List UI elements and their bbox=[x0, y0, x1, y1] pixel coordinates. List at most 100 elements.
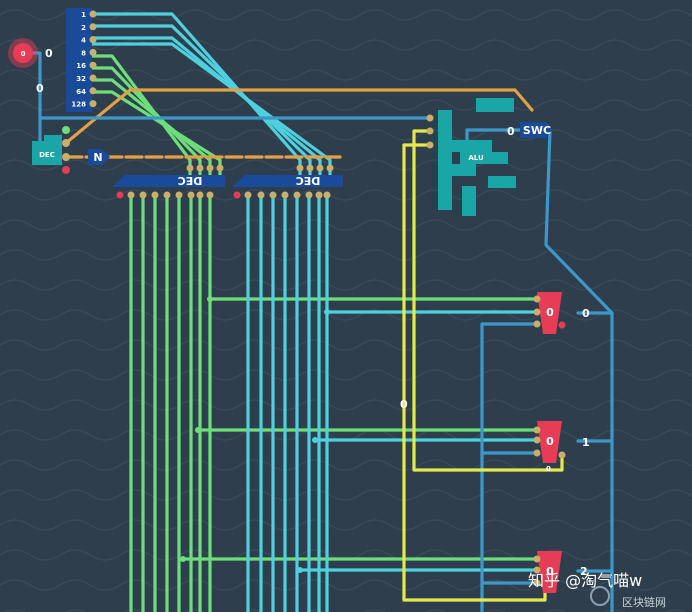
bit-pin[interactable] bbox=[89, 87, 97, 95]
bit-label: 8 bbox=[81, 49, 86, 57]
pin[interactable] bbox=[316, 164, 324, 172]
pin[interactable] bbox=[216, 164, 224, 172]
pin[interactable] bbox=[244, 191, 252, 199]
register-2-value: 0 bbox=[546, 565, 554, 578]
pin[interactable] bbox=[297, 567, 303, 573]
pin[interactable] bbox=[558, 451, 566, 459]
pin[interactable] bbox=[293, 191, 301, 199]
pin[interactable] bbox=[127, 191, 135, 199]
bit-pin[interactable] bbox=[89, 100, 97, 108]
input-switch-value: 0 bbox=[21, 50, 26, 58]
pin[interactable] bbox=[306, 164, 314, 172]
input-switch[interactable]: 0 bbox=[8, 38, 38, 68]
pin[interactable] bbox=[533, 426, 541, 434]
blue-wire-label: 0 bbox=[36, 82, 44, 95]
wires-layer bbox=[26, 12, 614, 612]
register-0-value: 0 bbox=[546, 306, 554, 319]
pin[interactable] bbox=[324, 309, 330, 315]
pin[interactable] bbox=[533, 436, 541, 444]
bit-pin[interactable] bbox=[89, 61, 97, 69]
register-1-sub: 0 bbox=[546, 465, 551, 473]
yellow-wires bbox=[402, 129, 564, 602]
pin[interactable] bbox=[116, 191, 124, 199]
pin[interactable] bbox=[186, 164, 194, 172]
pin[interactable] bbox=[196, 191, 204, 199]
pin[interactable] bbox=[312, 437, 318, 443]
pin[interactable] bbox=[233, 191, 241, 199]
corner-logo-text: 区块链网 bbox=[622, 595, 666, 609]
bit-pin[interactable] bbox=[89, 74, 97, 82]
pin[interactable] bbox=[195, 427, 201, 433]
register-1-output: 1 bbox=[582, 436, 590, 449]
corner-logo: 区块链网 bbox=[590, 586, 666, 609]
pin[interactable] bbox=[315, 191, 323, 199]
pin[interactable] bbox=[180, 556, 186, 562]
top-wire-label: 0 bbox=[400, 398, 408, 411]
pin[interactable] bbox=[296, 164, 304, 172]
decoder-left-label: DEC bbox=[178, 174, 203, 187]
pin[interactable] bbox=[326, 164, 334, 172]
pin[interactable] bbox=[175, 191, 183, 199]
swc-label: SWC bbox=[523, 124, 551, 137]
pin[interactable] bbox=[426, 127, 434, 135]
register-1[interactable]: 0 bbox=[537, 421, 562, 463]
register-0-output: 0 bbox=[582, 307, 590, 320]
pin[interactable] bbox=[257, 191, 265, 199]
bit-label: 64 bbox=[76, 88, 86, 96]
bit-label: 2 bbox=[81, 24, 86, 32]
switch-output-label: 0 bbox=[45, 47, 53, 60]
pin[interactable] bbox=[533, 295, 541, 303]
register-2-output: 2 bbox=[580, 565, 588, 578]
watermark: 知乎 @淘气喵w bbox=[528, 571, 642, 590]
bit-selector[interactable] bbox=[66, 8, 92, 112]
alu[interactable]: ALU bbox=[438, 98, 516, 216]
pin[interactable] bbox=[151, 191, 159, 199]
bit-pin[interactable] bbox=[89, 23, 97, 31]
bit-pin[interactable] bbox=[89, 36, 97, 44]
register-0[interactable]: 0 bbox=[537, 292, 562, 334]
pin[interactable] bbox=[269, 191, 277, 199]
pin[interactable] bbox=[533, 566, 541, 574]
bit-labels: 1 2 4 8 16 32 64 128 bbox=[71, 10, 97, 109]
pin[interactable] bbox=[281, 191, 289, 199]
not-gate[interactable]: N bbox=[88, 149, 110, 165]
alu-label: ALU bbox=[468, 154, 484, 162]
pin[interactable] bbox=[533, 449, 541, 457]
pin[interactable] bbox=[323, 191, 331, 199]
pin[interactable] bbox=[426, 141, 434, 149]
dec-small[interactable]: DEC bbox=[32, 135, 62, 165]
pins-layer bbox=[116, 114, 566, 587]
pin[interactable] bbox=[206, 191, 214, 199]
pin[interactable] bbox=[163, 191, 171, 199]
bit-pin[interactable] bbox=[89, 48, 97, 56]
bit-pin[interactable] bbox=[89, 10, 97, 18]
pin[interactable] bbox=[533, 579, 541, 587]
bit-label: 4 bbox=[81, 37, 86, 45]
pin[interactable] bbox=[187, 191, 195, 199]
pin[interactable] bbox=[139, 191, 147, 199]
bit-label: 1 bbox=[81, 11, 86, 19]
pin[interactable] bbox=[206, 164, 214, 172]
swc-component[interactable]: SWC bbox=[520, 122, 552, 138]
pin[interactable] bbox=[196, 164, 204, 172]
not-gate-label: N bbox=[93, 151, 102, 164]
pin[interactable] bbox=[533, 308, 541, 316]
cyan-bus bbox=[90, 12, 539, 612]
swc-input-value: 0 bbox=[507, 125, 515, 138]
dec-small-label: DEC bbox=[39, 151, 55, 159]
pin[interactable] bbox=[533, 555, 541, 563]
decoder-right-label: DEC bbox=[296, 174, 321, 187]
bit-label: 128 bbox=[71, 101, 86, 109]
register-1-value: 0 bbox=[546, 435, 554, 448]
pin[interactable] bbox=[207, 296, 213, 302]
pin[interactable] bbox=[426, 114, 434, 122]
pin[interactable] bbox=[305, 191, 313, 199]
decoder-left[interactable]: DEC bbox=[112, 174, 225, 187]
pin[interactable] bbox=[558, 321, 566, 329]
register-2[interactable]: 0 bbox=[537, 551, 562, 593]
bit-label: 32 bbox=[76, 75, 86, 83]
bit-label: 16 bbox=[76, 62, 86, 70]
decoder-right[interactable]: DEC bbox=[232, 174, 343, 187]
pin[interactable] bbox=[533, 320, 541, 328]
